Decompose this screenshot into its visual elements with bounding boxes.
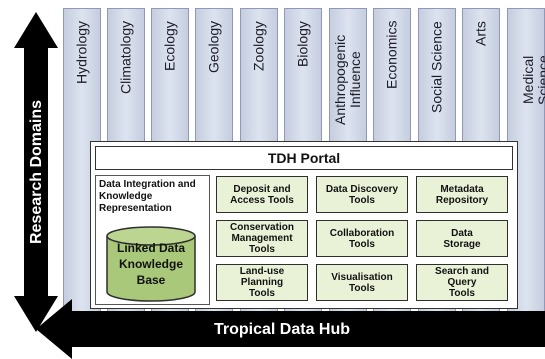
portal-title: TDH Portal (95, 146, 513, 170)
domain-label: Social Science (428, 21, 445, 113)
domain-label: Economics (383, 21, 400, 90)
conservation-management-tools: Conservation Management Tools (216, 220, 308, 257)
deposit-access-tools: Deposit and Access Tools (216, 176, 308, 213)
domain-label: Zoology (250, 21, 267, 71)
domain-label: Biology (294, 21, 311, 67)
tdh-portal: TDH Portal Data Integration and Knowledg… (90, 141, 518, 309)
vertical-double-arrow (14, 12, 58, 332)
data-discovery-tools: Data Discovery Tools (316, 176, 408, 213)
search-query-tools: Search and Query Tools (416, 264, 508, 301)
domain-label: Hydrology (73, 21, 90, 85)
tropical-data-hub-label: Tropical Data Hub (213, 321, 351, 338)
domain-label: Anthropogenic Influence (332, 34, 363, 126)
metadata-repository: Metadata Repository (416, 176, 508, 213)
domain-label: Medical Science (520, 55, 545, 105)
collaboration-tools: Collaboration Tools (316, 220, 408, 257)
land-use-planning-tools: Land-use Planning Tools (216, 264, 308, 301)
visualisation-tools: Visualisation Tools (316, 264, 408, 301)
data-integration-box: Data Integration and Knowledge Represent… (95, 175, 210, 305)
domain-label: Climatology (117, 21, 134, 95)
data-storage: Data Storage (416, 220, 508, 257)
knowledge-base-label: Linked Data Knowledge Base (116, 241, 185, 287)
domain-label: Arts (472, 21, 489, 46)
horizontal-double-arrow (36, 299, 545, 359)
domain-label: Geology (205, 21, 222, 74)
research-domains-label: Research Domains (28, 99, 45, 245)
domain-label: Ecology (161, 21, 178, 71)
integration-label: Data Integration and Knowledge Represent… (99, 179, 196, 214)
knowledge-base-cylinder (106, 226, 196, 302)
